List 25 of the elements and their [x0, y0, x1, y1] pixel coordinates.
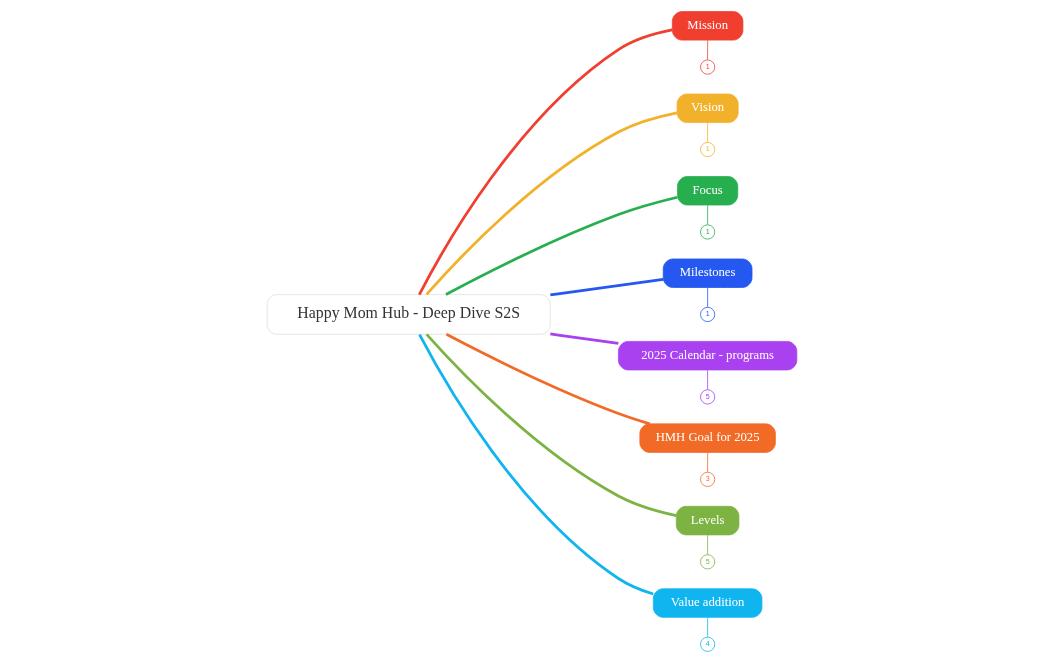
connector: [707, 204, 709, 225]
node-box: Focus: [677, 176, 739, 206]
connector: [707, 287, 709, 308]
connector: [418, 333, 654, 596]
connector: [707, 122, 709, 143]
node-box: Mission: [671, 11, 744, 41]
node-box: Happy Mom Hub - Deep Dive S2S: [266, 294, 551, 335]
connector: [707, 617, 709, 638]
connector: [445, 195, 678, 296]
node-box: Vision: [676, 93, 739, 123]
connector: [550, 277, 664, 297]
connector: [707, 39, 709, 61]
connector: [707, 369, 709, 390]
connector: [707, 452, 709, 473]
node-box: Levels: [675, 505, 740, 536]
connector: [707, 534, 709, 555]
connector: [550, 332, 619, 345]
node-box: 2025 Calendar - programs: [618, 341, 798, 371]
connector: [425, 333, 677, 517]
connector: [418, 28, 673, 296]
connector: [445, 333, 651, 426]
connector: [425, 111, 678, 296]
node-box: Value addition: [652, 588, 763, 618]
node-box: Milestones: [662, 258, 753, 288]
node-box: HMH Goal for 2025: [639, 423, 776, 453]
